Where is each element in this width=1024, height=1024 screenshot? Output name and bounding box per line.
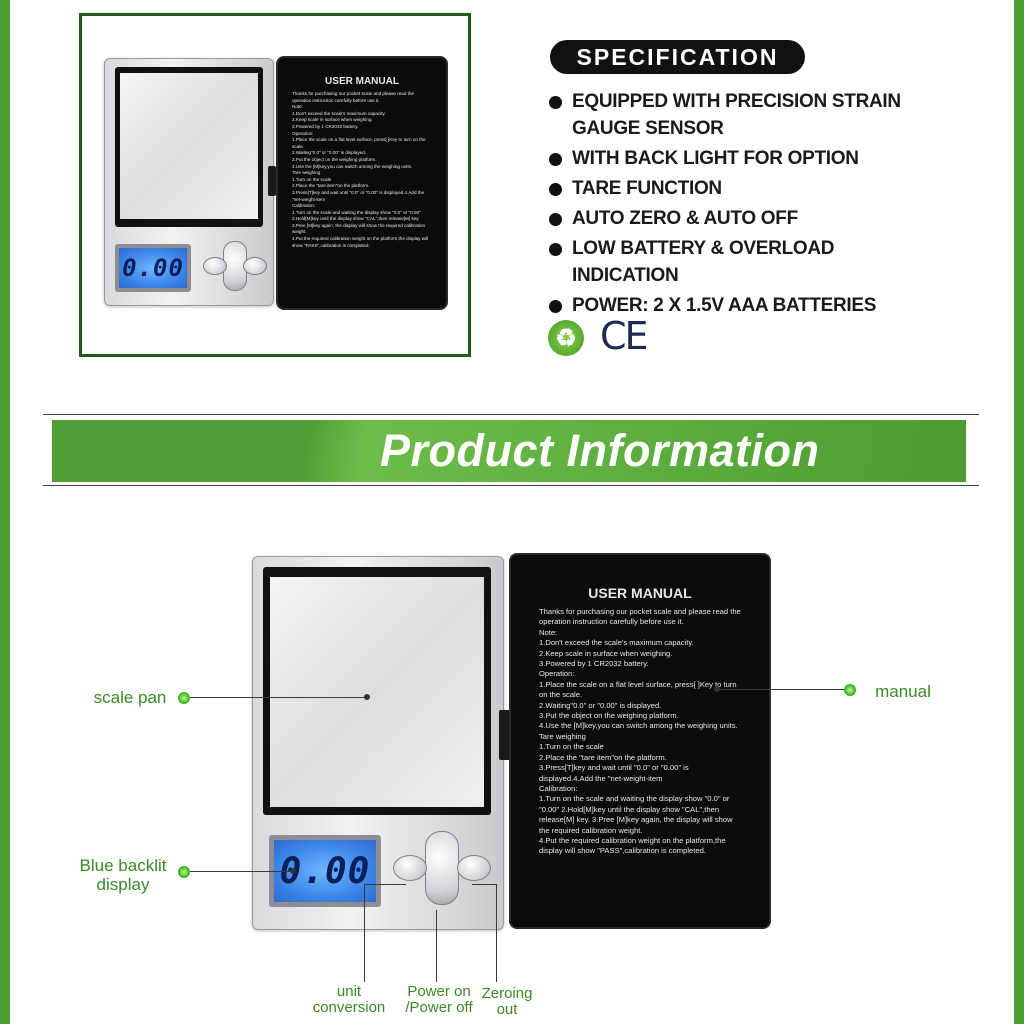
callout-unit-text: unit conversion bbox=[312, 983, 386, 1016]
hinge-large bbox=[499, 710, 511, 760]
right-green-border bbox=[1014, 0, 1024, 1024]
lcd-display-large: 0.00 bbox=[274, 840, 376, 902]
ce-mark: CE bbox=[600, 314, 649, 358]
banner-bottom-rule bbox=[43, 485, 979, 486]
callout-zeroing: Zeroing out bbox=[474, 986, 540, 1018]
manual-text-large: Thanks for purchasing our pocket scale a… bbox=[539, 607, 741, 856]
recycle-icon: ♻ bbox=[548, 320, 584, 356]
callout-anchor bbox=[290, 868, 296, 874]
callout-dot bbox=[844, 684, 856, 696]
unit-conversion-button[interactable] bbox=[393, 855, 427, 881]
specification-title: SPECIFICATION bbox=[550, 40, 805, 74]
user-manual-small: USER MANUAL Thanks for purchasing our po… bbox=[276, 56, 448, 310]
callout-line bbox=[436, 910, 437, 982]
spec-item: AUTO ZERO & AUTO OFF bbox=[549, 205, 929, 232]
scale-pan-large bbox=[270, 577, 484, 807]
pan-frame-small bbox=[115, 67, 263, 227]
product-photo-frame: 0.00 USER MANUAL Thanks for purchasing o… bbox=[79, 13, 471, 357]
tare-button-small[interactable] bbox=[243, 257, 267, 275]
zero-tare-button[interactable] bbox=[457, 855, 491, 881]
product-info-banner bbox=[52, 420, 966, 482]
spec-item: EQUIPPED WITH PRECISION STRAIN GAUGE SEN… bbox=[549, 88, 929, 142]
manual-text-small: Thanks for purchasing our pocket scale a… bbox=[292, 91, 429, 248]
spec-item: LOW BATTERY & OVERLOAD INDICATION bbox=[549, 235, 929, 289]
callout-zero-text: Zeroing out bbox=[481, 985, 533, 1018]
callout-line bbox=[496, 884, 497, 982]
callout-line bbox=[190, 697, 366, 698]
pan-frame-large bbox=[263, 567, 491, 815]
unit-button-small[interactable] bbox=[203, 257, 227, 275]
user-manual-large: USER MANUAL Thanks for purchasing our po… bbox=[509, 553, 771, 929]
callout-power: Power on /Power off bbox=[396, 984, 482, 1016]
callout-backlit-text: Blue backlit display bbox=[79, 856, 167, 894]
callout-dot bbox=[178, 866, 190, 878]
callout-power-text: Power on /Power off bbox=[405, 983, 473, 1016]
button-pad-large bbox=[391, 831, 491, 915]
scale-pan-small bbox=[120, 73, 258, 219]
spec-item: WITH BACK LIGHT FOR OPTION bbox=[549, 145, 929, 172]
specification-list: EQUIPPED WITH PRECISION STRAIN GAUGE SEN… bbox=[549, 88, 929, 322]
spec-item: POWER: 2 X 1.5V AAA BATTERIES bbox=[549, 292, 929, 319]
callout-line bbox=[364, 884, 365, 982]
power-button[interactable] bbox=[425, 831, 459, 905]
callout-line bbox=[718, 689, 846, 690]
callout-backlit-display: Blue backlit display bbox=[66, 856, 180, 894]
lcd-frame-small: 0.00 bbox=[115, 244, 191, 292]
callout-line bbox=[364, 884, 406, 885]
callout-anchor bbox=[714, 686, 720, 692]
callout-unit-conversion: unit conversion bbox=[304, 984, 394, 1016]
lcd-display-small: 0.00 bbox=[119, 248, 187, 288]
callout-dot bbox=[178, 692, 190, 704]
hinge-small bbox=[268, 166, 276, 196]
manual-title-small: USER MANUAL bbox=[325, 76, 399, 87]
button-pad-small bbox=[201, 241, 267, 297]
callout-line bbox=[190, 871, 292, 872]
left-green-border bbox=[0, 0, 10, 1024]
callout-anchor bbox=[364, 694, 370, 700]
scale-body-large: 0.00 bbox=[252, 556, 504, 930]
spec-item: TARE FUNCTION bbox=[549, 175, 929, 202]
manual-title-large: USER MANUAL bbox=[588, 585, 692, 601]
banner-title: Product Information bbox=[380, 425, 820, 476]
callout-line bbox=[472, 884, 497, 885]
callout-scale-pan: scale pan bbox=[93, 688, 167, 707]
scale-body-small: 0.00 bbox=[104, 58, 274, 306]
callout-manual: manual bbox=[875, 682, 931, 701]
banner-top-rule bbox=[43, 414, 979, 415]
